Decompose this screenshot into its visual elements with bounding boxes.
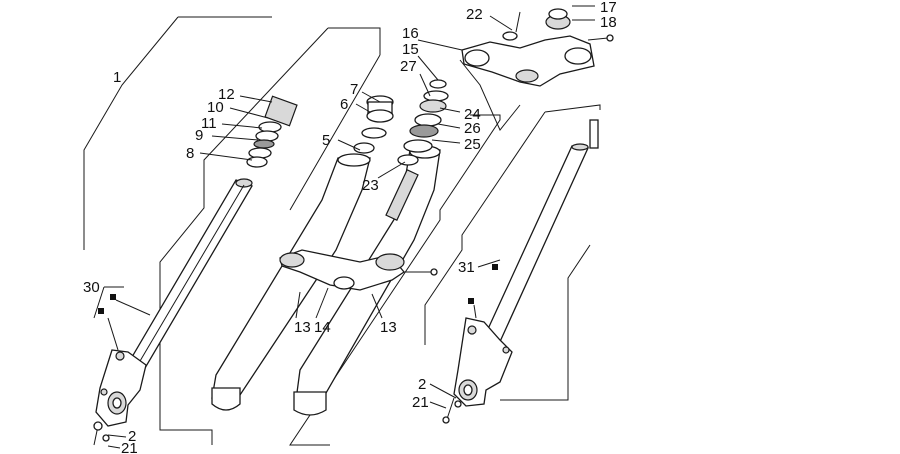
callout-7: 7: [350, 81, 358, 98]
callout-25: 25: [464, 136, 481, 153]
left-spring-stack: [246, 95, 298, 168]
callout-6: 6: [340, 96, 348, 113]
left-axle-bolt: [93, 421, 110, 446]
callout-9: 9: [195, 127, 203, 144]
leader-lines: [93, 5, 595, 449]
callout-26: 26: [464, 120, 481, 137]
group-frame-center: [159, 27, 501, 446]
callout-15: 15: [402, 41, 419, 58]
callout-2-right: 2: [418, 376, 426, 393]
group-frame-left: [83, 16, 272, 250]
marker-square-3: [492, 264, 498, 270]
callout-2-left: 2: [128, 428, 136, 445]
top-triple-clamp: [461, 8, 614, 87]
lower-fork-bridge: [279, 249, 438, 291]
callout-5: 5: [322, 132, 330, 149]
callout-18: 18: [600, 14, 617, 31]
callout-1: 1: [113, 69, 121, 86]
callout-21-right: 21: [412, 394, 429, 411]
marker-square-2: [98, 308, 104, 314]
group-frame-right: [424, 104, 601, 401]
left-fork-tube: [121, 178, 253, 381]
group-frame-steering: [459, 59, 521, 131]
callout-24: 24: [464, 106, 481, 123]
callout-27: 27: [400, 58, 417, 75]
callout-13-right: 13: [380, 319, 397, 336]
right-fork-tube: [481, 119, 599, 347]
callout-10: 10: [207, 99, 224, 116]
callout-12: 12: [218, 86, 235, 103]
callout-30: 30: [83, 279, 100, 296]
callout-14: 14: [314, 319, 331, 336]
center-tube-left: [211, 153, 371, 411]
callout-22: 22: [466, 6, 483, 23]
steering-bearing-stack: [353, 79, 449, 166]
right-fork-slider: [442, 317, 513, 424]
callout-31: 31: [458, 259, 475, 276]
callout-23: 23: [362, 177, 379, 194]
callout-8: 8: [186, 145, 194, 162]
marker-square-1: [110, 294, 116, 300]
callout-17: 17: [600, 0, 617, 16]
callout-13-left: 13: [294, 319, 311, 336]
marker-square-4: [468, 298, 474, 304]
callout-11: 11: [201, 115, 217, 132]
left-fork-slider: [95, 349, 147, 427]
callout-16: 16: [402, 25, 419, 42]
callout-21-left: 21: [121, 440, 138, 454]
